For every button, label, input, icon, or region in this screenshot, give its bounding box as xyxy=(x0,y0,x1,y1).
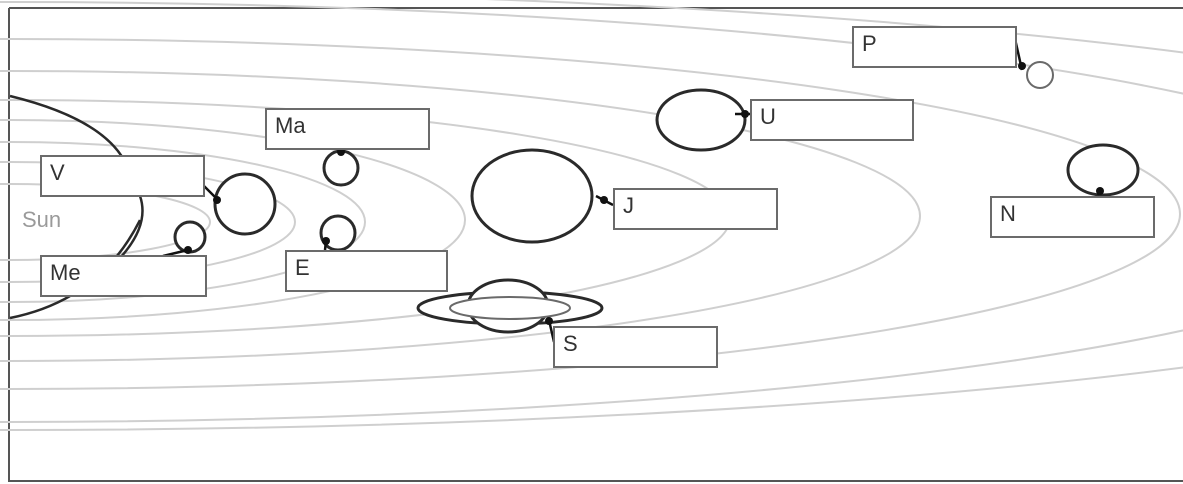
orbit-earth xyxy=(0,141,366,303)
label-box-saturn[interactable]: S xyxy=(553,326,718,368)
label-box-earth[interactable]: E xyxy=(285,250,448,292)
leader-dot-earth xyxy=(322,237,330,245)
orbit-uranus xyxy=(0,38,1181,390)
uranus-planet xyxy=(655,88,747,152)
sun-shape xyxy=(9,94,126,161)
venus-planet xyxy=(213,172,277,236)
sun-inner-arc xyxy=(119,195,144,259)
label-box-mercury[interactable]: Me xyxy=(40,255,207,297)
saturn-planet xyxy=(416,278,604,334)
leader-lines xyxy=(162,29,1104,343)
orbit-mercury xyxy=(0,183,211,261)
leader-dot-uranus xyxy=(741,110,749,118)
label-box-venus[interactable]: V xyxy=(40,155,205,197)
leader-dot-mercury xyxy=(184,246,192,254)
leader-dot-pluto xyxy=(1018,62,1026,70)
orbit-venus xyxy=(0,161,296,283)
orbits xyxy=(0,0,1183,431)
leader-dot-saturn xyxy=(545,317,553,325)
jupiter-planet xyxy=(470,148,594,244)
mars-planet xyxy=(322,149,360,187)
sun-label: Sun xyxy=(22,207,62,232)
label-box-uranus[interactable]: U xyxy=(750,99,914,141)
label-box-neptune[interactable]: N xyxy=(990,196,1155,238)
leader-dot-jupiter xyxy=(600,196,608,204)
label-box-pluto[interactable]: P xyxy=(852,26,1017,68)
leader-dot-venus xyxy=(213,196,221,204)
leader-dot-mars xyxy=(337,148,345,156)
label-box-jupiter[interactable]: J xyxy=(613,188,778,230)
orbit-neptune xyxy=(0,1,1183,423)
pluto-planet xyxy=(1026,61,1054,89)
orbit-saturn xyxy=(0,70,921,362)
neptune-planet xyxy=(1066,143,1140,197)
leader-dot-neptune xyxy=(1096,187,1104,195)
orbit-pluto xyxy=(0,0,1183,431)
label-box-mars[interactable]: Ma xyxy=(265,108,430,150)
orbit-mars xyxy=(0,119,466,321)
